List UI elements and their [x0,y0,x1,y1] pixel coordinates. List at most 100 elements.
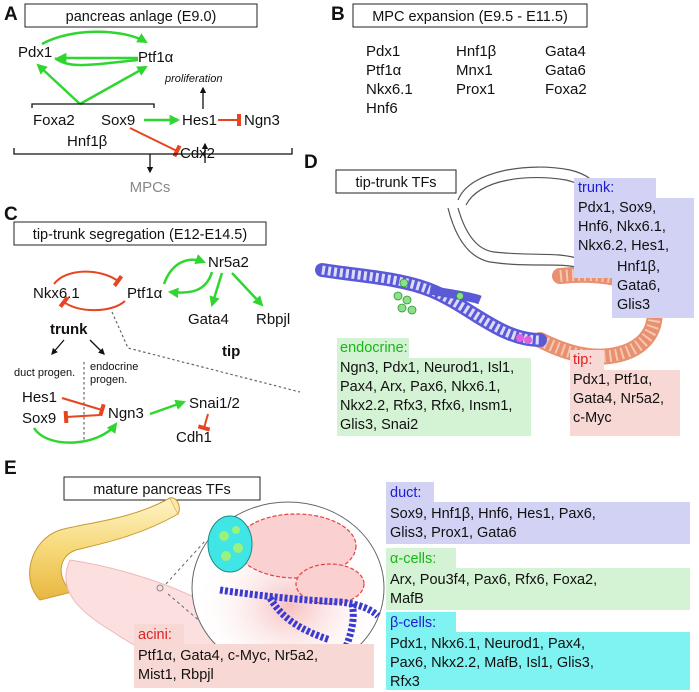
tip-line: Gata4, Nr5a2, [573,391,664,407]
gene-list-item: Nkx6.1 [366,81,413,98]
panel-title-box [63,476,261,501]
trunk-line: Hnf6, Nkx6.1, [578,219,666,235]
mpcs-label: MPCs [130,179,171,196]
gene-snai12: Snai1/2 [189,395,240,412]
tip-line: c-Myc [573,410,612,426]
endocrine-line: Pax4, Arx, Pax6, Nkx6.1, [340,379,500,395]
acini-heading: acini: [138,627,172,643]
trunk-box [574,178,656,198]
gene-list-item: Hnf6 [366,100,398,117]
endocrine-box [337,358,531,436]
acini-line: Mist1, Rbpjl [138,667,214,683]
proliferation-label: proliferation [164,73,222,85]
arrow [51,339,65,355]
gene-list-item: Pdx1 [366,43,400,60]
endocrine-line: Glis3, Snai2 [340,417,418,433]
endocrine-progen-label: progen. [90,374,127,386]
gene-list-item: Gata4 [545,43,586,60]
tissue-outline [447,207,601,277]
activation-arrow [149,399,186,416]
beta-box [386,612,456,632]
trunk-line: Nkx6.2, Hes1, [578,238,669,254]
gene-ngn3: Ngn3 [108,405,144,422]
trunk-label: trunk [50,321,88,338]
gene-list-item: Mnx1 [456,62,493,79]
zoom-line [165,539,207,585]
alpha-heading: α-cells: [390,551,436,567]
activation-arrow [54,56,139,67]
alpha-cell [232,526,240,534]
activation-arrow [36,63,81,105]
gene-list-item: Gata6 [545,62,586,79]
gene-sox9: Sox9 [22,410,56,427]
gene-nr5a2: Nr5a2 [208,254,249,271]
panel-c: C tip-trunk segregation (E12-E14.5) Nkx6… [4,204,301,446]
trunk-box [574,198,694,278]
gene-ptf1a: Ptf1α [127,285,163,302]
panel-title-box [13,221,267,246]
duodenum-opening [169,497,180,515]
boundary-cell [516,334,524,342]
endocrine-box [337,338,409,358]
group-bracket [31,103,155,108]
gene-foxa2: Foxa2 [33,112,75,129]
alpha-cell [219,531,229,541]
alpha-line: Arx, Pou3f4, Pax6, Rfx6, Foxa2, [390,572,597,588]
trunk-line: Hnf1β, [617,259,660,275]
endocrine-line: Nkx2.2, Rfx3, Rfx6, Insm1, [340,398,512,414]
gene-rbpjl: Rbpjl [256,311,290,328]
inhibition-arrow [58,296,126,312]
panel-title: pancreas anlage (E9.0) [66,9,217,25]
panel-e: E mature pancreas TFs duct: Sox9, Hnf1β, [4,458,690,690]
arrow [89,339,105,355]
gene-gata4: Gata4 [188,311,229,328]
gene-sox9: Sox9 [101,112,135,129]
endocrine-heading: endocrine: [340,340,408,356]
endocrine-cell [399,278,409,288]
gene-list-item: Foxa2 [545,81,587,98]
acini-line: Ptf1α, Gata4, c-Myc, Nr5a2, [138,648,318,664]
endocrine-line: Ngn3, Pdx1, Neurod1, Isl1, [340,360,514,376]
panel-label: A [4,4,18,25]
acini-box [134,624,184,644]
beta-line: Pdx1, Nkx6.1, Neurod1, Pax4, [390,636,585,652]
endocrine-cell [397,303,407,313]
trunk-box [612,278,694,318]
inhibition-arrow [61,397,106,417]
trunk-line: Glis3 [617,297,650,313]
panel-b: B MPC expansion (E9.5 - E11.5) Pdx1 Ptf1… [331,3,588,117]
activation-arrow [209,272,224,308]
gene-ngn3: Ngn3 [244,112,280,129]
trunk-line: Pdx1, Sox9, [578,200,656,216]
endocrine-cell [402,295,412,305]
panel-title-box [24,3,258,28]
endocrine-cell [407,305,417,315]
acini-box [134,644,374,688]
islet [207,515,253,573]
duct-progen-label: duct progen. [14,367,75,379]
panel-label: B [331,4,345,25]
panel-title-box [335,169,457,194]
inhibition-arrow [63,410,101,424]
duct-box [386,482,434,502]
tip-line: Pdx1, Ptf1α, [573,372,652,388]
endocrine-cell [393,291,403,301]
panel-label: C [4,204,18,225]
gene-hes1: Hes1 [182,112,217,129]
trunk-line: Gata6, [617,278,661,294]
alpha-box [386,548,456,568]
beta-heading: β-cells: [390,615,436,631]
alpha-box [386,568,690,610]
alpha-cell [221,551,231,561]
inhibition-arrow [53,270,124,288]
duct [219,586,381,619]
acinus-marker [156,584,164,592]
inhibition-arrow [197,413,211,432]
duct-heading: duct: [390,485,421,501]
trunk-epithelium [315,263,547,347]
gene-hnf1b: Hnf1β [67,133,108,150]
panel-label: D [304,152,318,173]
activation-arrow [231,272,264,307]
panel-d: D tip-trunk TFs trunk: Pdx1, Sox9, Hnf6,… [304,152,694,436]
